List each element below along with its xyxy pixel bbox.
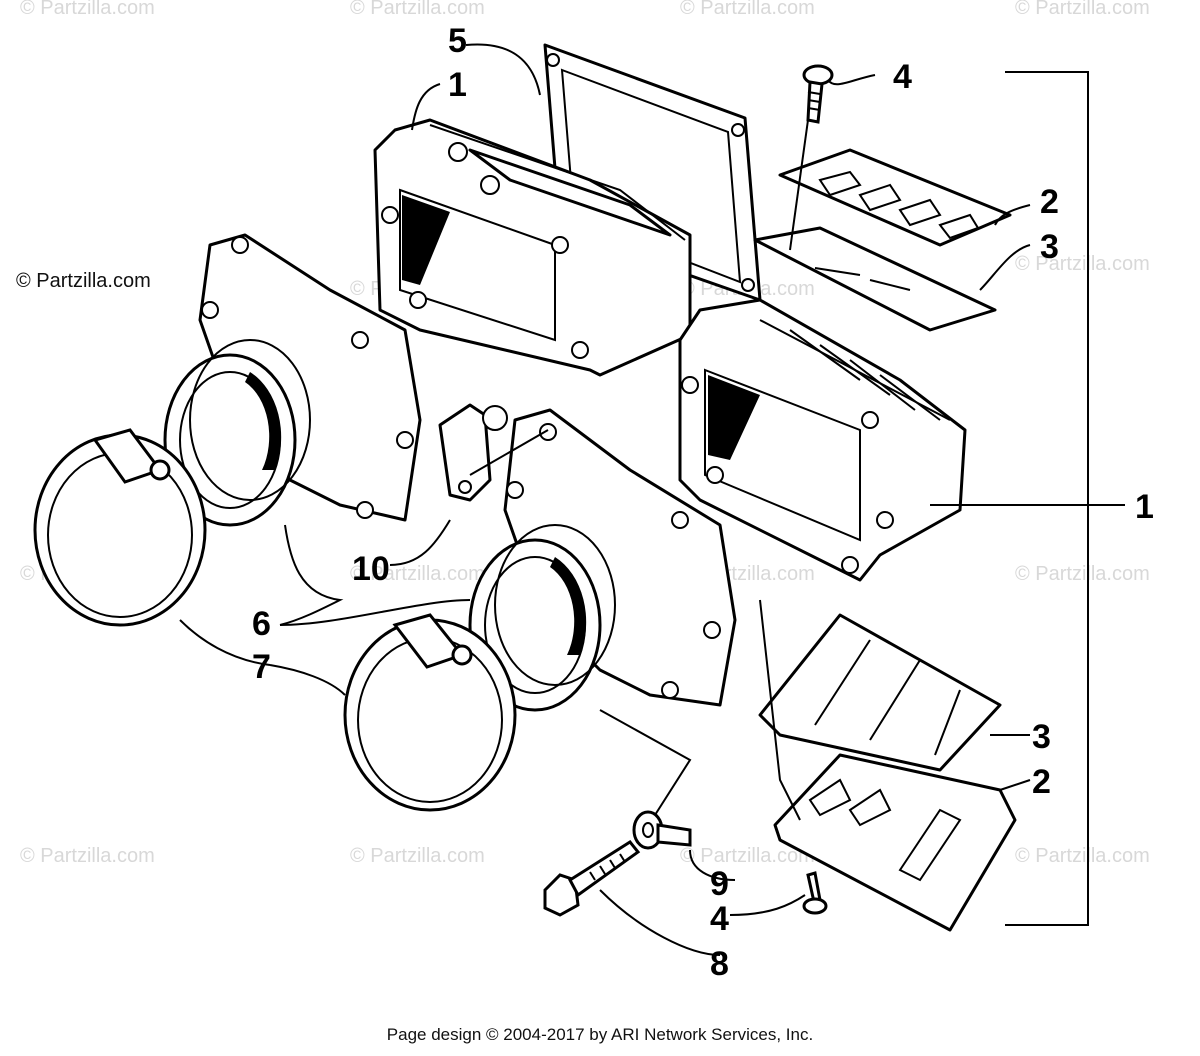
hose-clamp-left — [33, 428, 207, 627]
intake-boot-left — [163, 233, 422, 527]
callout-6: 6 — [252, 605, 271, 643]
callout-1-right: 1 — [1135, 488, 1154, 526]
callout-2-lower: 2 — [1032, 763, 1051, 801]
watermark: © Partzilla.com — [20, 0, 155, 19]
callout-4-lower: 4 — [710, 900, 729, 938]
callout-5: 5 — [448, 22, 467, 60]
watermark: © Partzilla.com — [680, 0, 815, 19]
screw-lower — [802, 871, 828, 915]
watermark: © Partzilla.com — [680, 845, 815, 867]
bracket-part — [438, 403, 549, 502]
reed-cage-lower — [678, 298, 967, 582]
reed-petal-upper — [753, 226, 997, 332]
bolt-part — [543, 840, 641, 917]
hose-clamp-right — [343, 613, 517, 812]
callout-3-upper: 3 — [1040, 228, 1059, 266]
callout-2-upper: 2 — [1040, 183, 1059, 221]
watermark: © Partzilla.com — [1015, 253, 1150, 275]
washer-part — [632, 810, 692, 850]
watermark: © Partzilla.com — [1015, 563, 1150, 585]
leader-lines — [179, 43, 1125, 956]
reed-stopper-lower — [773, 753, 1017, 932]
reed-cage-upper — [373, 118, 692, 377]
callout-10: 10 — [352, 550, 390, 588]
callout-1-upper: 1 — [448, 66, 467, 104]
callout-7: 7 — [252, 648, 271, 686]
callout-8: 8 — [710, 945, 729, 983]
watermark: © Partzilla.com — [1015, 845, 1150, 867]
watermark: © Partzilla.com — [1015, 0, 1150, 19]
callout-labels: 5 1 4 2 3 1 10 6 7 3 2 9 4 8 — [252, 22, 1154, 983]
callout-4-upper: 4 — [893, 58, 912, 96]
callout-3-lower: 3 — [1032, 718, 1051, 756]
screw-upper — [789, 64, 834, 251]
callout-9: 9 — [710, 865, 729, 903]
watermark: © Partzilla.com — [350, 563, 485, 585]
reed-stopper-upper — [778, 148, 1012, 247]
watermark: © Partzilla.com — [350, 0, 485, 19]
brand-watermark: © Partzilla.com — [16, 270, 151, 292]
watermark: © Partzilla.com — [20, 845, 155, 867]
page-footer: Page design © 2004-2017 by ARI Network S… — [386, 1025, 814, 1044]
assembly-bracket — [1005, 71, 1089, 926]
watermark: © Partzilla.com — [350, 845, 485, 867]
reed-petal-lower — [758, 613, 1002, 772]
